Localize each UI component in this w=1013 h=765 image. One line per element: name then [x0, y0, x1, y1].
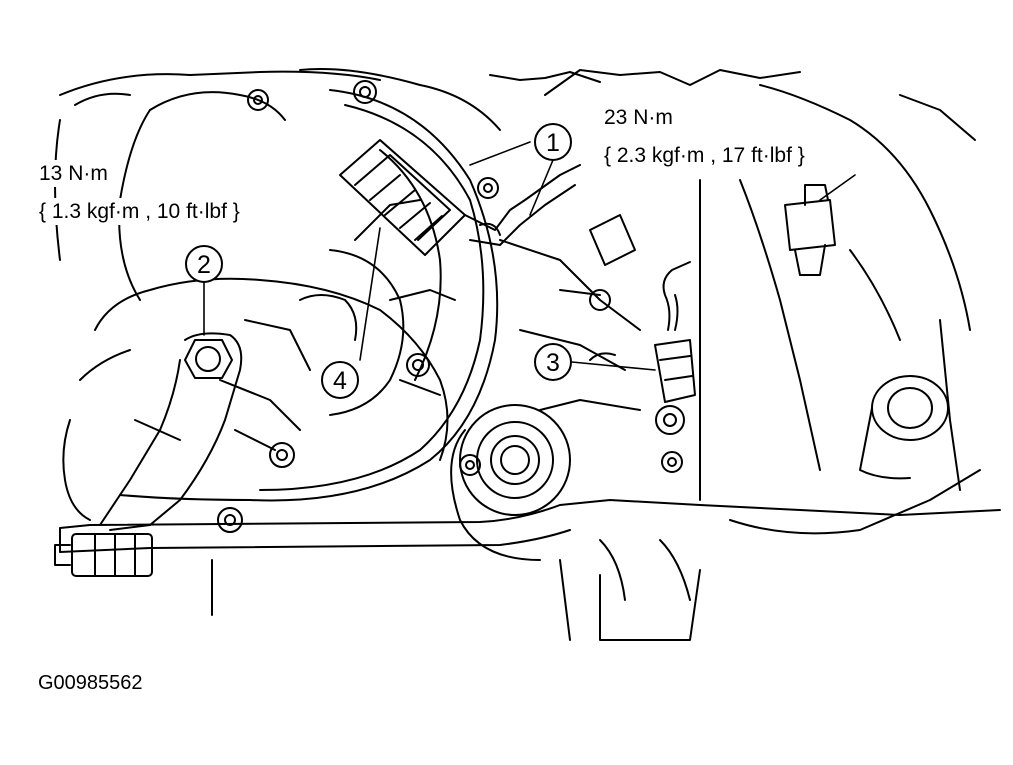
callout-1: 1: [534, 123, 572, 161]
background-outline: [54, 68, 976, 331]
callout-4: 4: [321, 361, 359, 399]
transaxle-case: [499, 214, 981, 641]
callout-3-label: 3: [546, 349, 560, 377]
torque-right-line1: 23 N·m: [600, 104, 677, 131]
torque-right-line2: { 2.3 kgf·m , 17 ft·lbf }: [600, 142, 809, 169]
torque-left-line2: { 1.3 kgf·m , 10 ft·lbf }: [35, 198, 244, 225]
speed-sensor: [654, 261, 696, 473]
callout-3: 3: [534, 343, 572, 381]
callout-4-label: 4: [333, 367, 347, 395]
callout-1-label: 1: [546, 129, 560, 157]
callout-2: 2: [185, 245, 223, 283]
leader-lines: [203, 141, 856, 371]
output-shaft-seal: [450, 404, 571, 561]
bracket-arm: [99, 332, 243, 531]
torque-left-line1: 13 N·m: [35, 160, 112, 187]
figure-id: G00985562: [38, 672, 143, 694]
stud-bolt: [699, 179, 961, 501]
callout-2-label: 2: [197, 251, 211, 279]
transmission-housing: [62, 80, 499, 533]
cross-member: [54, 499, 1001, 616]
connector: [339, 139, 581, 256]
